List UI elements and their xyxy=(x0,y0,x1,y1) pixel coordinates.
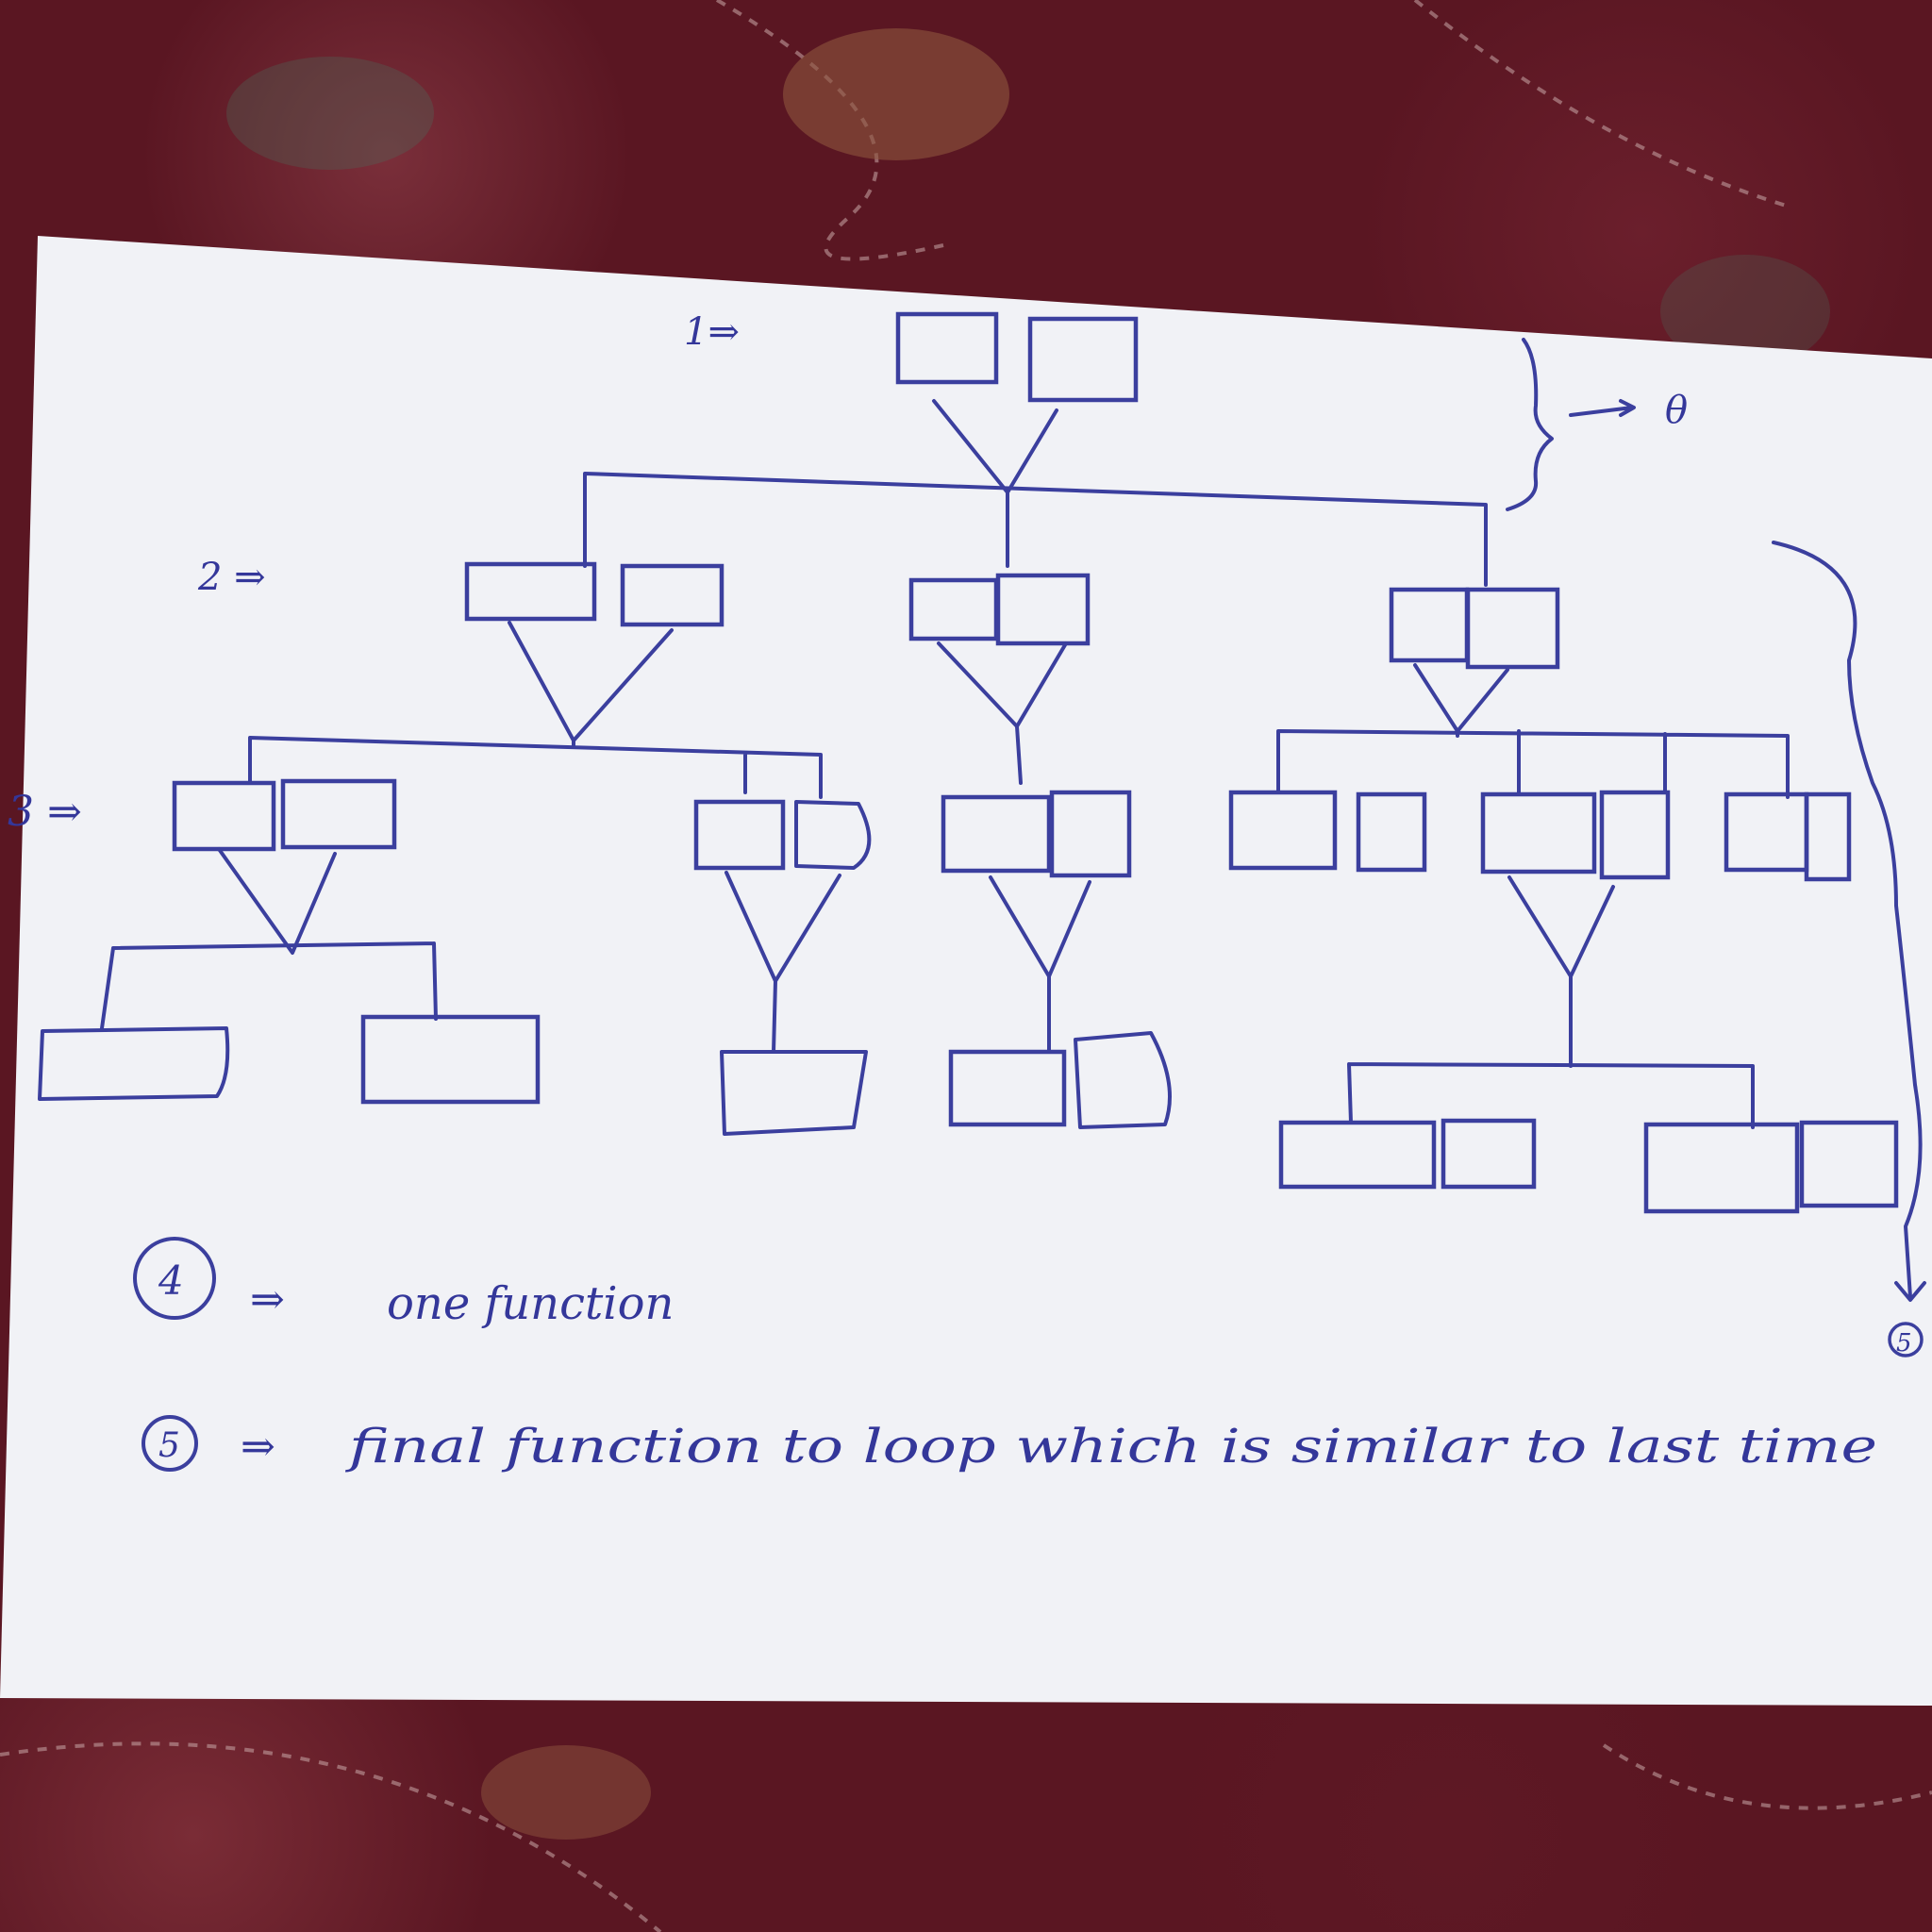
level-2-connector-left xyxy=(248,736,823,799)
theta-brace xyxy=(1506,338,1554,511)
five-circle-side xyxy=(1888,1322,1924,1357)
level-2-connector-right xyxy=(1276,729,1790,799)
level-2-node-right xyxy=(1389,587,1560,738)
level-2-label: 2 ⇒ xyxy=(197,556,266,599)
note-4-number: 4 xyxy=(158,1257,184,1304)
level-3-node-a xyxy=(172,778,397,955)
note-4-text: one function xyxy=(387,1277,674,1330)
level-3-node-c xyxy=(941,790,1132,1054)
level-1-label: 1⇒ xyxy=(684,310,740,354)
level-1-connector xyxy=(583,472,1488,587)
level-3-connector-left xyxy=(100,941,438,1030)
note-5-arrow: ⇒ xyxy=(241,1423,275,1471)
five-mark-side: 5 xyxy=(1896,1329,1912,1357)
note-4-arrow: ⇒ xyxy=(250,1275,285,1324)
note-5-number: 5 xyxy=(158,1426,180,1465)
level-4-boxes xyxy=(38,1014,1899,1214)
level-2-node-middle xyxy=(908,573,1091,785)
level-3-node-b xyxy=(693,799,872,1054)
note-5-text: final function to loop which is similar … xyxy=(344,1419,1877,1474)
theta-mark: θ xyxy=(1665,389,1688,432)
five-arrow xyxy=(1894,1281,1926,1302)
note-5: 5 ⇒ final function to loop which is simi… xyxy=(142,1415,1877,1474)
level-3-connector-right xyxy=(1347,1062,1755,1129)
paper-sheet xyxy=(0,236,1932,1706)
level-3-label: 3 ⇒ xyxy=(8,788,82,836)
note-4: 4 ⇒ one function xyxy=(133,1237,674,1330)
five-brace xyxy=(1772,541,1923,1299)
level-3-row-right xyxy=(1228,790,1852,1068)
theta-arrow xyxy=(1569,399,1636,417)
